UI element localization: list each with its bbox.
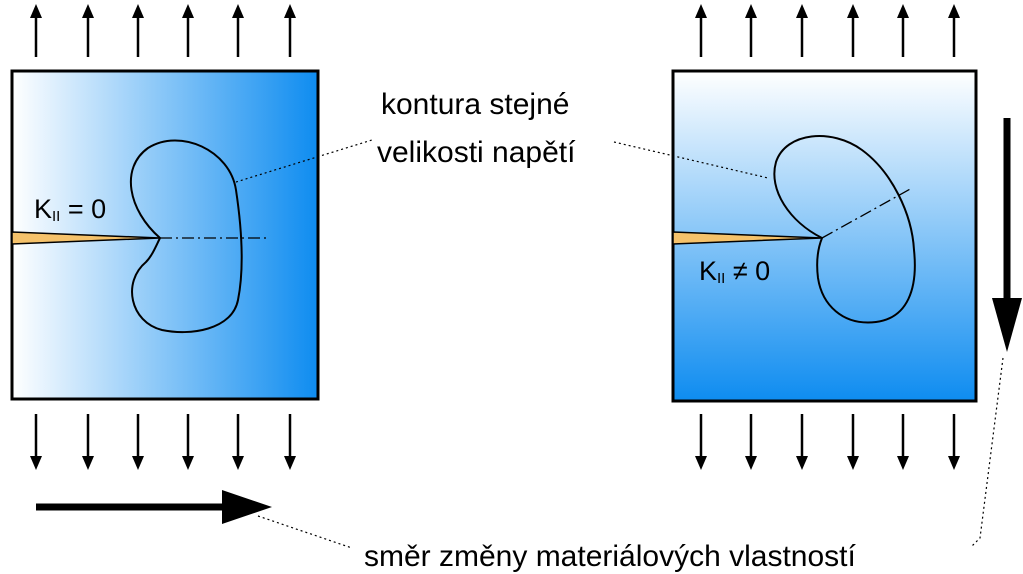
leader-contour-right (613, 141, 769, 179)
left-bottom-arrow-2 (82, 414, 94, 470)
horizontal-gradient-arrow (36, 490, 272, 524)
leader-direction-vertical (971, 357, 1004, 547)
left-k-subscript: II (52, 208, 60, 225)
right-bottom-arrow-6 (948, 414, 960, 470)
right-bottom-arrows (695, 414, 960, 470)
contour-label-line2: velikosti napětí (377, 136, 576, 169)
leader-lines (235, 139, 1004, 549)
contour-label-line1: kontura stejné (381, 88, 569, 121)
right-bottom-arrow-3 (796, 414, 808, 470)
right-bottom-arrow-4 (847, 414, 859, 470)
left-bottom-arrow-6 (284, 414, 296, 470)
left-top-arrow-2 (82, 4, 94, 57)
left-specimen (10, 69, 320, 401)
left-k-label: KII = 0 (34, 194, 106, 225)
direction-label: směr změny materiálových vlastností (364, 540, 856, 573)
right-top-arrows (695, 4, 960, 57)
left-bottom-arrow-4 (182, 414, 194, 470)
right-k-relation: ≠ 0 (725, 256, 770, 286)
left-bottom-arrow-3 (132, 414, 144, 470)
right-stress-contour (773, 135, 916, 324)
leader-contour-left (235, 139, 373, 183)
right-specimen (671, 69, 978, 403)
left-top-arrows (30, 4, 296, 57)
left-bottom-arrows (30, 414, 296, 470)
left-crack (11, 231, 161, 245)
left-top-arrow-1 (30, 4, 42, 57)
right-bottom-arrow-2 (745, 414, 757, 470)
right-crack (672, 231, 823, 245)
left-stress-contour (130, 139, 243, 334)
left-top-arrow-6 (284, 4, 296, 57)
left-k-symbol: K (34, 194, 52, 224)
right-bottom-arrow-1 (695, 414, 707, 470)
vertical-gradient-arrow (992, 118, 1022, 352)
left-top-arrow-4 (182, 4, 194, 57)
right-crack-axis (821, 187, 913, 239)
right-top-arrow-1 (695, 4, 707, 57)
left-top-arrow-3 (132, 4, 144, 57)
left-bottom-arrow-5 (232, 414, 244, 470)
right-k-label: KII ≠ 0 (699, 256, 770, 287)
right-top-arrow-5 (897, 4, 909, 57)
right-top-arrow-2 (745, 4, 757, 57)
right-top-arrow-3 (796, 4, 808, 57)
left-bottom-arrow-1 (30, 414, 42, 470)
right-k-symbol: K (699, 256, 717, 286)
right-top-arrow-6 (948, 4, 960, 57)
leader-direction-horizontal (257, 515, 353, 549)
right-bottom-arrow-5 (897, 414, 909, 470)
right-k-subscript: II (717, 270, 725, 287)
left-k-relation: = 0 (60, 194, 106, 224)
right-top-arrow-4 (847, 4, 859, 57)
left-top-arrow-5 (232, 4, 244, 57)
